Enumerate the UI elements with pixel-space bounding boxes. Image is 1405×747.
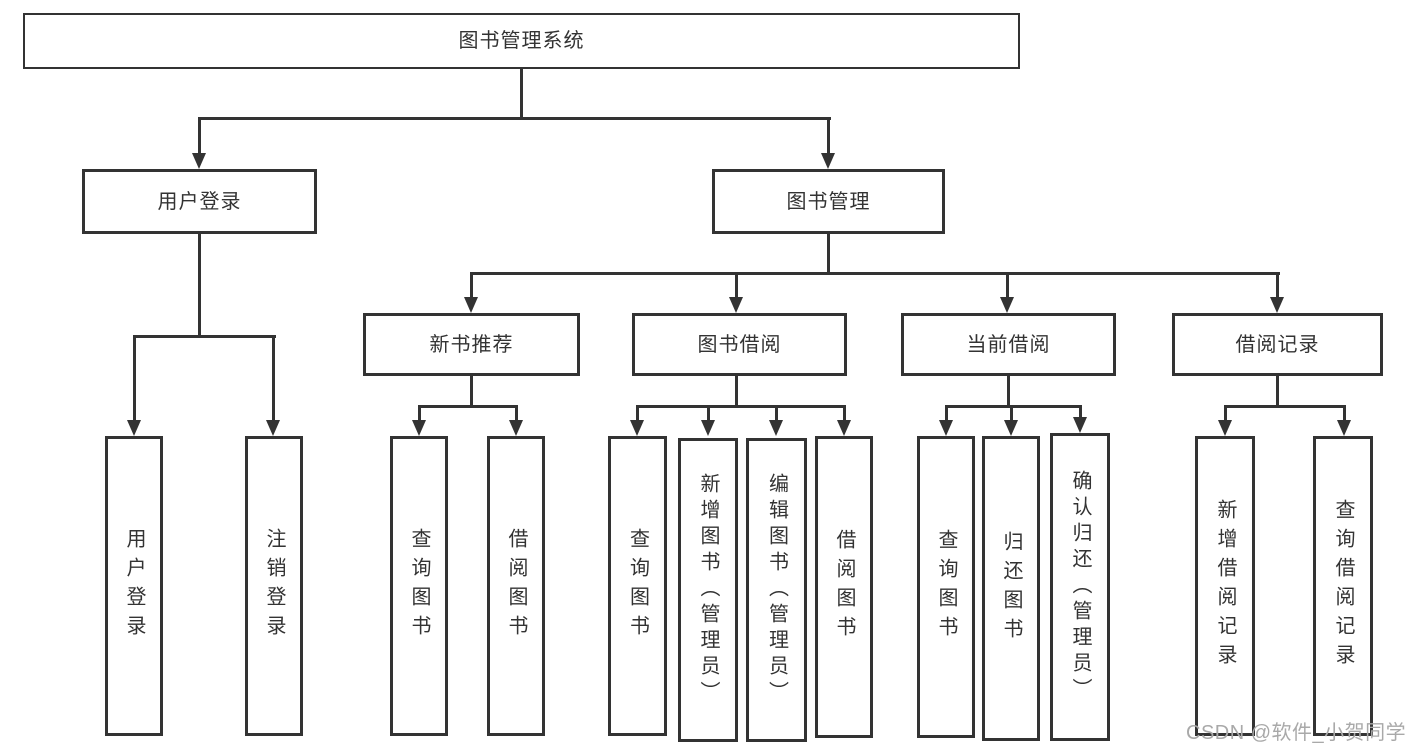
connector-line: [945, 405, 1082, 408]
node-book-management-label: 图书管理: [786, 190, 871, 213]
connector-line: [470, 376, 473, 407]
connector-line: [945, 405, 948, 422]
connector-line: [198, 117, 201, 157]
leaf-query-borrow-record: 查询借阅记录: [1313, 436, 1373, 736]
node-new-book-recommend-label: 新书推荐: [429, 333, 514, 356]
node-book-borrow: 图书借阅: [632, 313, 847, 376]
leaf-return-books: 归还图书: [982, 436, 1040, 741]
node-user-login: 用户登录: [82, 169, 317, 234]
leaf-query-books-recommend: 查询图书: [390, 436, 448, 736]
leaf-add-borrow-record: 新增借阅记录: [1195, 436, 1255, 736]
connector-line: [1224, 405, 1345, 408]
connector-line: [1079, 405, 1082, 420]
connector-line: [1006, 272, 1009, 299]
connector-line: [1010, 405, 1013, 422]
node-borrow-record: 借阅记录: [1172, 313, 1383, 376]
connector-line: [133, 335, 276, 338]
connector-line: [1276, 272, 1279, 299]
connector-line: [1224, 405, 1227, 422]
leaf-confirm-return-admin-label: 确认归还（管理员）: [1069, 470, 1091, 704]
leaf-borrow-books-label: 借阅图书: [833, 529, 855, 645]
arrowhead-icon: [821, 153, 835, 169]
arrowhead-icon: [769, 420, 783, 436]
leaf-query-books-recommend-label: 查询图书: [408, 528, 430, 644]
connector-line: [1007, 376, 1010, 407]
node-user-login-label: 用户登录: [157, 190, 242, 213]
arrowhead-icon: [464, 297, 478, 313]
leaf-query-books-current-label: 查询图书: [935, 529, 957, 645]
connector-line: [198, 117, 831, 120]
leaf-add-books-admin: 新增图书（管理员）: [678, 438, 738, 742]
leaf-logout-label: 注销登录: [263, 528, 285, 644]
node-new-book-recommend: 新书推荐: [363, 313, 580, 376]
connector-line: [1276, 376, 1279, 407]
leaf-borrow-books-recommend-label: 借阅图书: [505, 528, 527, 644]
arrowhead-icon: [837, 420, 851, 436]
arrowhead-icon: [1337, 420, 1351, 436]
connector-line: [827, 117, 830, 157]
node-root: 图书管理系统: [23, 13, 1020, 69]
node-current-borrow-label: 当前借阅: [966, 333, 1051, 356]
node-root-label: 图书管理系统: [458, 30, 585, 52]
leaf-query-books-borrow: 查询图书: [608, 436, 667, 736]
connector-line: [735, 376, 738, 407]
connector-line: [470, 272, 1280, 275]
node-book-management: 图书管理: [712, 169, 945, 234]
leaf-borrow-books-recommend: 借阅图书: [487, 436, 545, 736]
arrowhead-icon: [192, 153, 206, 169]
arrowhead-icon: [1000, 297, 1014, 313]
connector-line: [827, 233, 830, 274]
leaf-query-books-current: 查询图书: [917, 436, 975, 738]
connector-line: [418, 405, 421, 422]
connector-line: [515, 405, 518, 422]
leaf-query-books-borrow-label: 查询图书: [626, 528, 649, 644]
arrowhead-icon: [412, 420, 426, 436]
arrowhead-icon: [266, 420, 280, 436]
connector-line: [470, 272, 473, 299]
node-current-borrow: 当前借阅: [901, 313, 1116, 376]
leaf-user-login: 用户登录: [105, 436, 163, 736]
leaf-edit-books-admin-label: 编辑图书（管理员）: [765, 473, 788, 707]
arrowhead-icon: [630, 420, 644, 436]
connector-line: [272, 335, 275, 422]
leaf-add-borrow-record-label: 新增借阅记录: [1214, 499, 1236, 673]
connector-line: [707, 405, 710, 422]
connector-line: [133, 335, 136, 422]
connector-line: [198, 234, 201, 335]
arrowhead-icon: [509, 420, 523, 436]
connector-line: [1343, 405, 1346, 422]
arrowhead-icon: [1270, 297, 1284, 313]
leaf-user-login-label: 用户登录: [123, 528, 145, 644]
arrowhead-icon: [1218, 420, 1232, 436]
connector-line: [735, 272, 738, 299]
arrowhead-icon: [1073, 417, 1087, 433]
leaf-logout: 注销登录: [245, 436, 303, 736]
arrowhead-icon: [1004, 420, 1018, 436]
arrowhead-icon: [701, 420, 715, 436]
leaf-borrow-books: 借阅图书: [815, 436, 873, 738]
node-book-borrow-label: 图书借阅: [697, 333, 782, 356]
leaf-query-borrow-record-label: 查询借阅记录: [1332, 499, 1354, 673]
arrowhead-icon: [939, 420, 953, 436]
leaf-confirm-return-admin: 确认归还（管理员）: [1050, 433, 1110, 741]
connector-line: [843, 405, 846, 422]
node-borrow-record-label: 借阅记录: [1235, 333, 1320, 356]
connector-line: [418, 405, 518, 408]
arrowhead-icon: [729, 297, 743, 313]
connector-line: [520, 69, 523, 117]
connector-line: [775, 405, 778, 422]
leaf-return-books-label: 归还图书: [1000, 530, 1022, 647]
leaf-add-books-admin-label: 新增图书（管理员）: [697, 473, 719, 707]
leaf-edit-books-admin: 编辑图书（管理员）: [746, 438, 807, 742]
connector-line: [636, 405, 846, 408]
connector-line: [636, 405, 639, 422]
watermark: CSDN @软件_小贺同学: [1186, 722, 1405, 744]
arrowhead-icon: [127, 420, 141, 436]
